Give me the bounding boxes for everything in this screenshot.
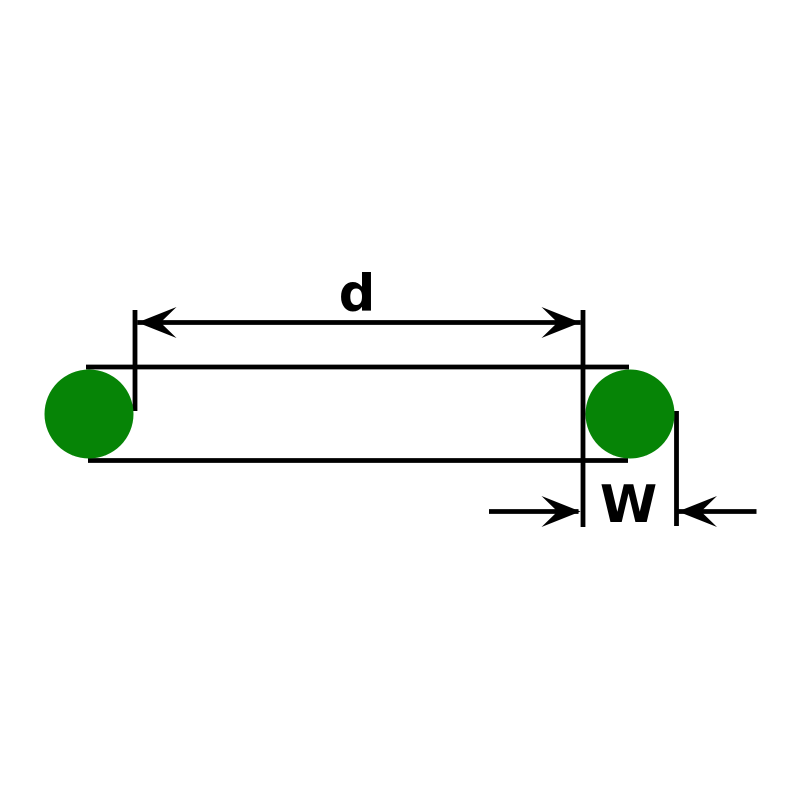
d-arrowhead-right	[541, 307, 581, 338]
w-arrowhead-right	[678, 496, 717, 527]
d-arrowhead-left	[137, 307, 177, 338]
w-label: W	[600, 475, 657, 535]
oring-cross-section-left	[44, 369, 134, 459]
oring-cross-section-right	[585, 369, 675, 459]
w-arrowhead-left	[541, 496, 581, 527]
d-label: d	[339, 265, 376, 324]
